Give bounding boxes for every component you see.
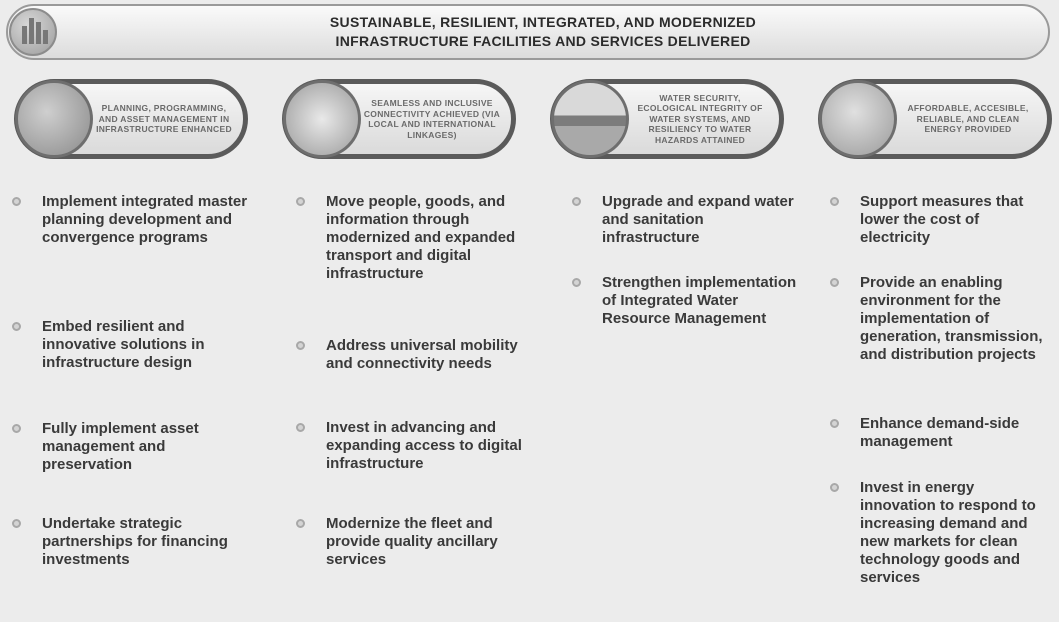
list-item: Implement integrated master planning dev…: [12, 193, 248, 247]
buildings-icon: [9, 8, 57, 56]
bullet-icon: [12, 424, 21, 433]
list-item: Undertake strategic partnerships for fin…: [12, 515, 248, 569]
list-item: Enhance demand-side management: [830, 415, 1052, 451]
bullet-icon: [830, 278, 839, 287]
list-item: Strengthen implementation of Integrated …: [572, 274, 800, 328]
list-item: Address universal mobility and connectiv…: [296, 337, 526, 373]
bullet-icon: [296, 341, 305, 350]
bullet-icon: [12, 322, 21, 331]
planning-icon: [15, 80, 93, 158]
outcome-pill-label: SEAMLESS AND INCLUSIVE CONNECTIVITY ACHI…: [363, 98, 501, 140]
outcome-pill-label: PLANNING, PROGRAMMING, AND ASSET MANAGEM…: [96, 103, 232, 135]
bullet-icon: [830, 197, 839, 206]
bullet-icon: [830, 419, 839, 428]
outcome-pill-label: WATER SECURITY, ECOLOGICAL INTEGRITY OF …: [637, 92, 763, 145]
list-item: Invest in advancing and expanding access…: [296, 419, 526, 473]
outcome-pill-water: WATER SECURITY, ECOLOGICAL INTEGRITY OF …: [550, 79, 784, 159]
list-item-text: Strengthen implementation of Integrated …: [602, 274, 797, 327]
outcome-pill-label: AFFORDABLE, ACCESIBLE, RELIABLE, AND CLE…: [907, 103, 1029, 135]
list-item: Invest in energy innovation to respond t…: [830, 479, 1052, 587]
outcome-pill-connectivity: SEAMLESS AND INCLUSIVE CONNECTIVITY ACHI…: [282, 79, 516, 159]
list-item-text: Undertake strategic partnerships for fin…: [42, 515, 228, 568]
bullet-icon: [296, 423, 305, 432]
bullet-icon: [296, 197, 305, 206]
bullet-icon: [572, 278, 581, 287]
header-banner: SUSTAINABLE, RESILIENT, INTEGRATED, AND …: [6, 4, 1050, 60]
outcome-pill-energy: AFFORDABLE, ACCESIBLE, RELIABLE, AND CLE…: [818, 79, 1052, 159]
bullet-icon: [572, 197, 581, 206]
banner-title-line-2: INFRASTRUCTURE FACILITIES AND SERVICES D…: [335, 33, 751, 49]
list-item-text: Invest in advancing and expanding access…: [326, 419, 522, 472]
list-item-text: Provide an enabling environment for the …: [860, 274, 1043, 363]
list-item-text: Support measures that lower the cost of …: [860, 193, 1024, 246]
list-item: Move people, goods, and information thro…: [296, 193, 526, 283]
list-item-text: Address universal mobility and connectiv…: [326, 337, 518, 372]
list-item: Fully implement asset management and pre…: [12, 420, 248, 474]
list-item-text: Enhance demand-side management: [860, 415, 1020, 450]
list-item-text: Modernize the fleet and provide quality …: [326, 515, 498, 568]
list-item: Upgrade and expand water and sanitation …: [572, 193, 800, 247]
energy-icon: [819, 80, 897, 158]
water-icon: [551, 80, 629, 158]
list-item-text: Embed resilient and innovative solutions…: [42, 318, 205, 371]
list-item-text: Upgrade and expand water and sanitation …: [602, 193, 794, 246]
list-item: Embed resilient and innovative solutions…: [12, 318, 248, 372]
list-item-text: Invest in energy innovation to respond t…: [860, 479, 1036, 586]
bullet-icon: [830, 483, 839, 492]
connectivity-icon: [283, 80, 361, 158]
banner-title: SUSTAINABLE, RESILIENT, INTEGRATED, AND …: [68, 13, 1018, 51]
list-item: Provide an enabling environment for the …: [830, 274, 1052, 364]
list-item-text: Fully implement asset management and pre…: [42, 420, 199, 473]
list-item: Support measures that lower the cost of …: [830, 193, 1052, 247]
list-item-text: Implement integrated master planning dev…: [42, 193, 248, 246]
banner-title-line-1: SUSTAINABLE, RESILIENT, INTEGRATED, AND …: [329, 14, 757, 30]
outcome-pill-planning: PLANNING, PROGRAMMING, AND ASSET MANAGEM…: [14, 79, 248, 159]
list-item: Modernize the fleet and provide quality …: [296, 515, 526, 569]
bullet-icon: [296, 519, 305, 528]
list-item-text: Move people, goods, and information thro…: [326, 193, 516, 282]
bullet-icon: [12, 519, 21, 528]
bullet-icon: [12, 197, 21, 206]
